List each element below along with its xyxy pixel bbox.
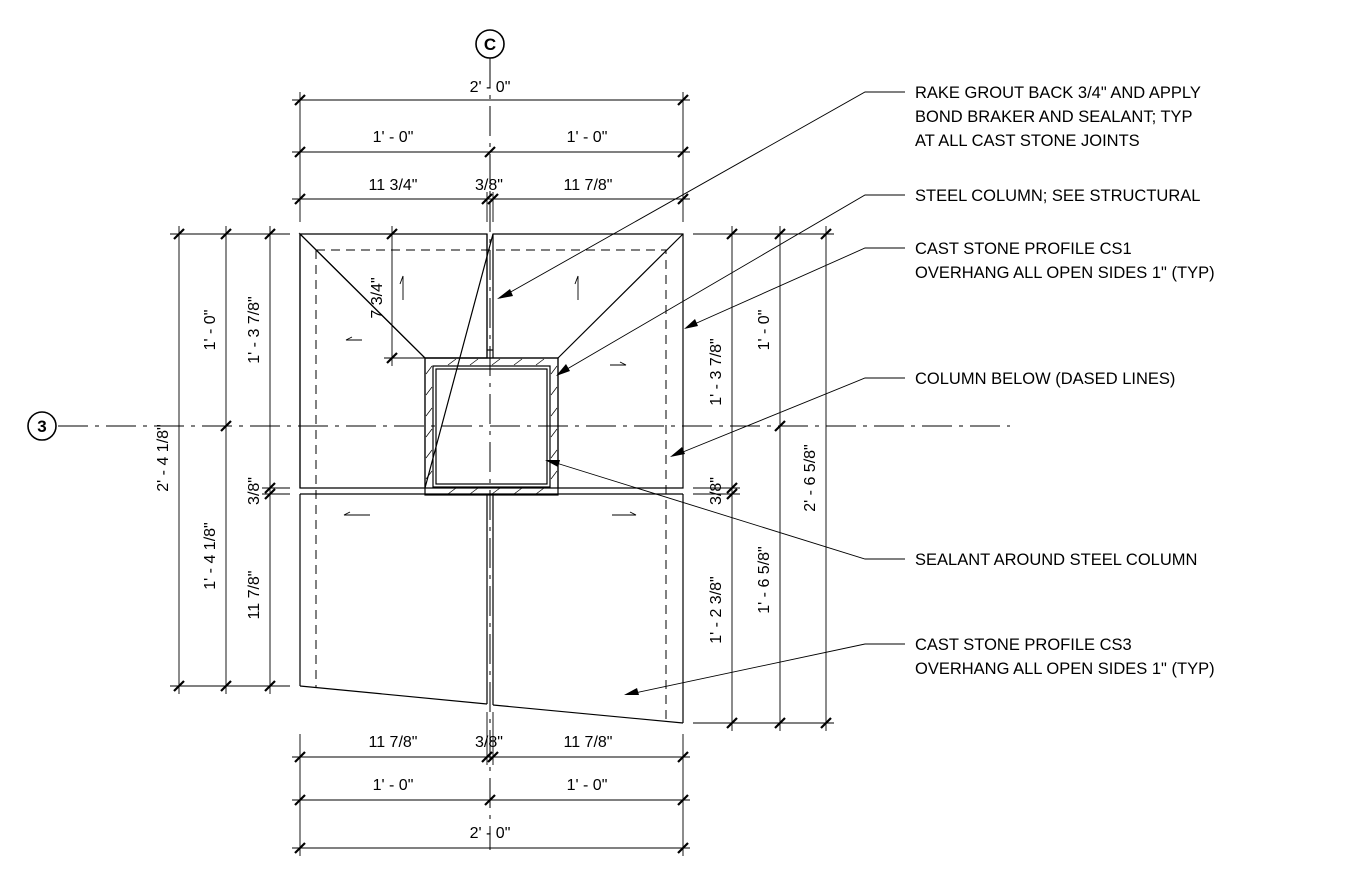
leaders — [497, 91, 905, 695]
dim-left-upper-piece: 1' - 3 7/8" — [246, 296, 263, 363]
dim-right-upper-piece: 1' - 3 7/8" — [708, 338, 725, 405]
right-dimensions: 1' - 3 7/8" 3/8" 1' - 2 3/8" 1' - 0" 1' … — [693, 226, 834, 731]
grid-label-c: C — [484, 35, 496, 54]
inner-offset-dimension: 7 3/4" — [369, 226, 425, 366]
left-dimensions: 2' - 4 1/8" 1' - 0" 1' - 4 1/8" 1' - 3 7… — [155, 226, 290, 694]
dim-bottom-left-half: 1' - 0" — [373, 777, 414, 794]
dim-bottom-right-half: 1' - 0" — [567, 777, 608, 794]
grid-bubble-3 — [27, 411, 57, 441]
dim-right-overall: 2' - 6 5/8" — [802, 444, 819, 511]
grid-line-3: 3 — [27, 411, 1010, 441]
dim-top-left-piece: 11 3/4" — [369, 177, 418, 194]
bottom-dimensions: 11 7/8" 3/8" 11 7/8" 1' - 0" 1' - 0" 2' … — [292, 712, 690, 856]
note-rake-grout: RAKE GROUT BACK 3/4" AND APPLY BOND BRAK… — [915, 84, 1201, 150]
svg-text:OVERHANG ALL OPEN SIDES 1" (TY: OVERHANG ALL OPEN SIDES 1" (TYP) — [915, 660, 1215, 678]
note-cs1: CAST STONE PROFILE CS1 OVERHANG ALL OPEN… — [915, 240, 1215, 282]
dim-left-upper-half: 1' - 0" — [202, 310, 219, 351]
dim-left-lower-half: 1' - 4 1/8" — [202, 522, 219, 589]
column-below-dashed — [315, 249, 667, 722]
dim-left-overall: 2' - 4 1/8" — [155, 424, 172, 491]
dim-left-lower-piece: 11 7/8" — [246, 571, 263, 620]
cast-stone-cs1-outline — [298, 232, 684, 489]
dim-top-joint: 3/8" — [475, 177, 503, 194]
svg-text:CAST STONE PROFILE CS3: CAST STONE PROFILE CS3 — [915, 636, 1132, 654]
grid-bubble-c — [475, 29, 505, 59]
top-dimensions: 2' - 0" 1' - 0" 1' - 0" 11 3/4" 3/8" 11 … — [292, 79, 690, 222]
cast-stone-cs3-outline — [299, 493, 684, 724]
note-cs3: CAST STONE PROFILE CS3 OVERHANG ALL OPEN… — [915, 636, 1215, 678]
steel-column — [424, 357, 559, 496]
dim-top-right-half: 1' - 0" — [567, 129, 608, 146]
svg-text:AT ALL CAST STONE JOINTS: AT ALL CAST STONE JOINTS — [915, 132, 1140, 150]
dim-right-lower-piece: 1' - 2 3/8" — [708, 576, 725, 643]
svg-text:OVERHANG ALL OPEN SIDES 1" (TY: OVERHANG ALL OPEN SIDES 1" (TYP) — [915, 264, 1215, 282]
svg-text:STEEL COLUMN; SEE STRUCTURAL: STEEL COLUMN; SEE STRUCTURAL — [915, 187, 1200, 205]
dim-inner-offset: 7 3/4" — [369, 277, 386, 318]
dim-top-overall: 2' - 0" — [470, 79, 511, 96]
dim-bottom-joint: 3/8" — [475, 734, 503, 751]
note-column-below: COLUMN BELOW (DASED LINES) — [915, 370, 1175, 388]
svg-text:SEALANT AROUND STEEL COLUMN: SEALANT AROUND STEEL COLUMN — [915, 551, 1197, 569]
note-steel-column: STEEL COLUMN; SEE STRUCTURAL — [915, 187, 1200, 205]
dim-bottom-overall: 2' - 0" — [470, 825, 511, 842]
grid-label-3: 3 — [37, 417, 46, 436]
grid-line-c: C — [475, 29, 505, 850]
svg-text:BOND BRAKER AND SEALANT; TYP: BOND BRAKER AND SEALANT; TYP — [915, 108, 1193, 126]
slope-arrows — [343, 275, 637, 516]
note-sealant: SEALANT AROUND STEEL COLUMN — [915, 551, 1197, 569]
dim-left-joint: 3/8" — [246, 477, 263, 505]
svg-text:COLUMN BELOW (DASED LINES): COLUMN BELOW (DASED LINES) — [915, 370, 1175, 388]
dim-right-lower-half: 1' - 6 5/8" — [756, 546, 773, 613]
dim-right-joint: 3/8" — [708, 477, 725, 505]
svg-text:RAKE GROUT BACK 3/4" AND APPLY: RAKE GROUT BACK 3/4" AND APPLY — [915, 84, 1201, 102]
dim-top-right-piece: 11 7/8" — [564, 177, 613, 194]
svg-text:CAST STONE PROFILE CS1: CAST STONE PROFILE CS1 — [915, 240, 1132, 258]
dim-right-upper-half: 1' - 0" — [756, 310, 773, 351]
dim-top-left-half: 1' - 0" — [373, 129, 414, 146]
dim-bottom-left-piece: 11 7/8" — [369, 734, 418, 751]
dim-bottom-right-piece: 11 7/8" — [564, 734, 613, 751]
